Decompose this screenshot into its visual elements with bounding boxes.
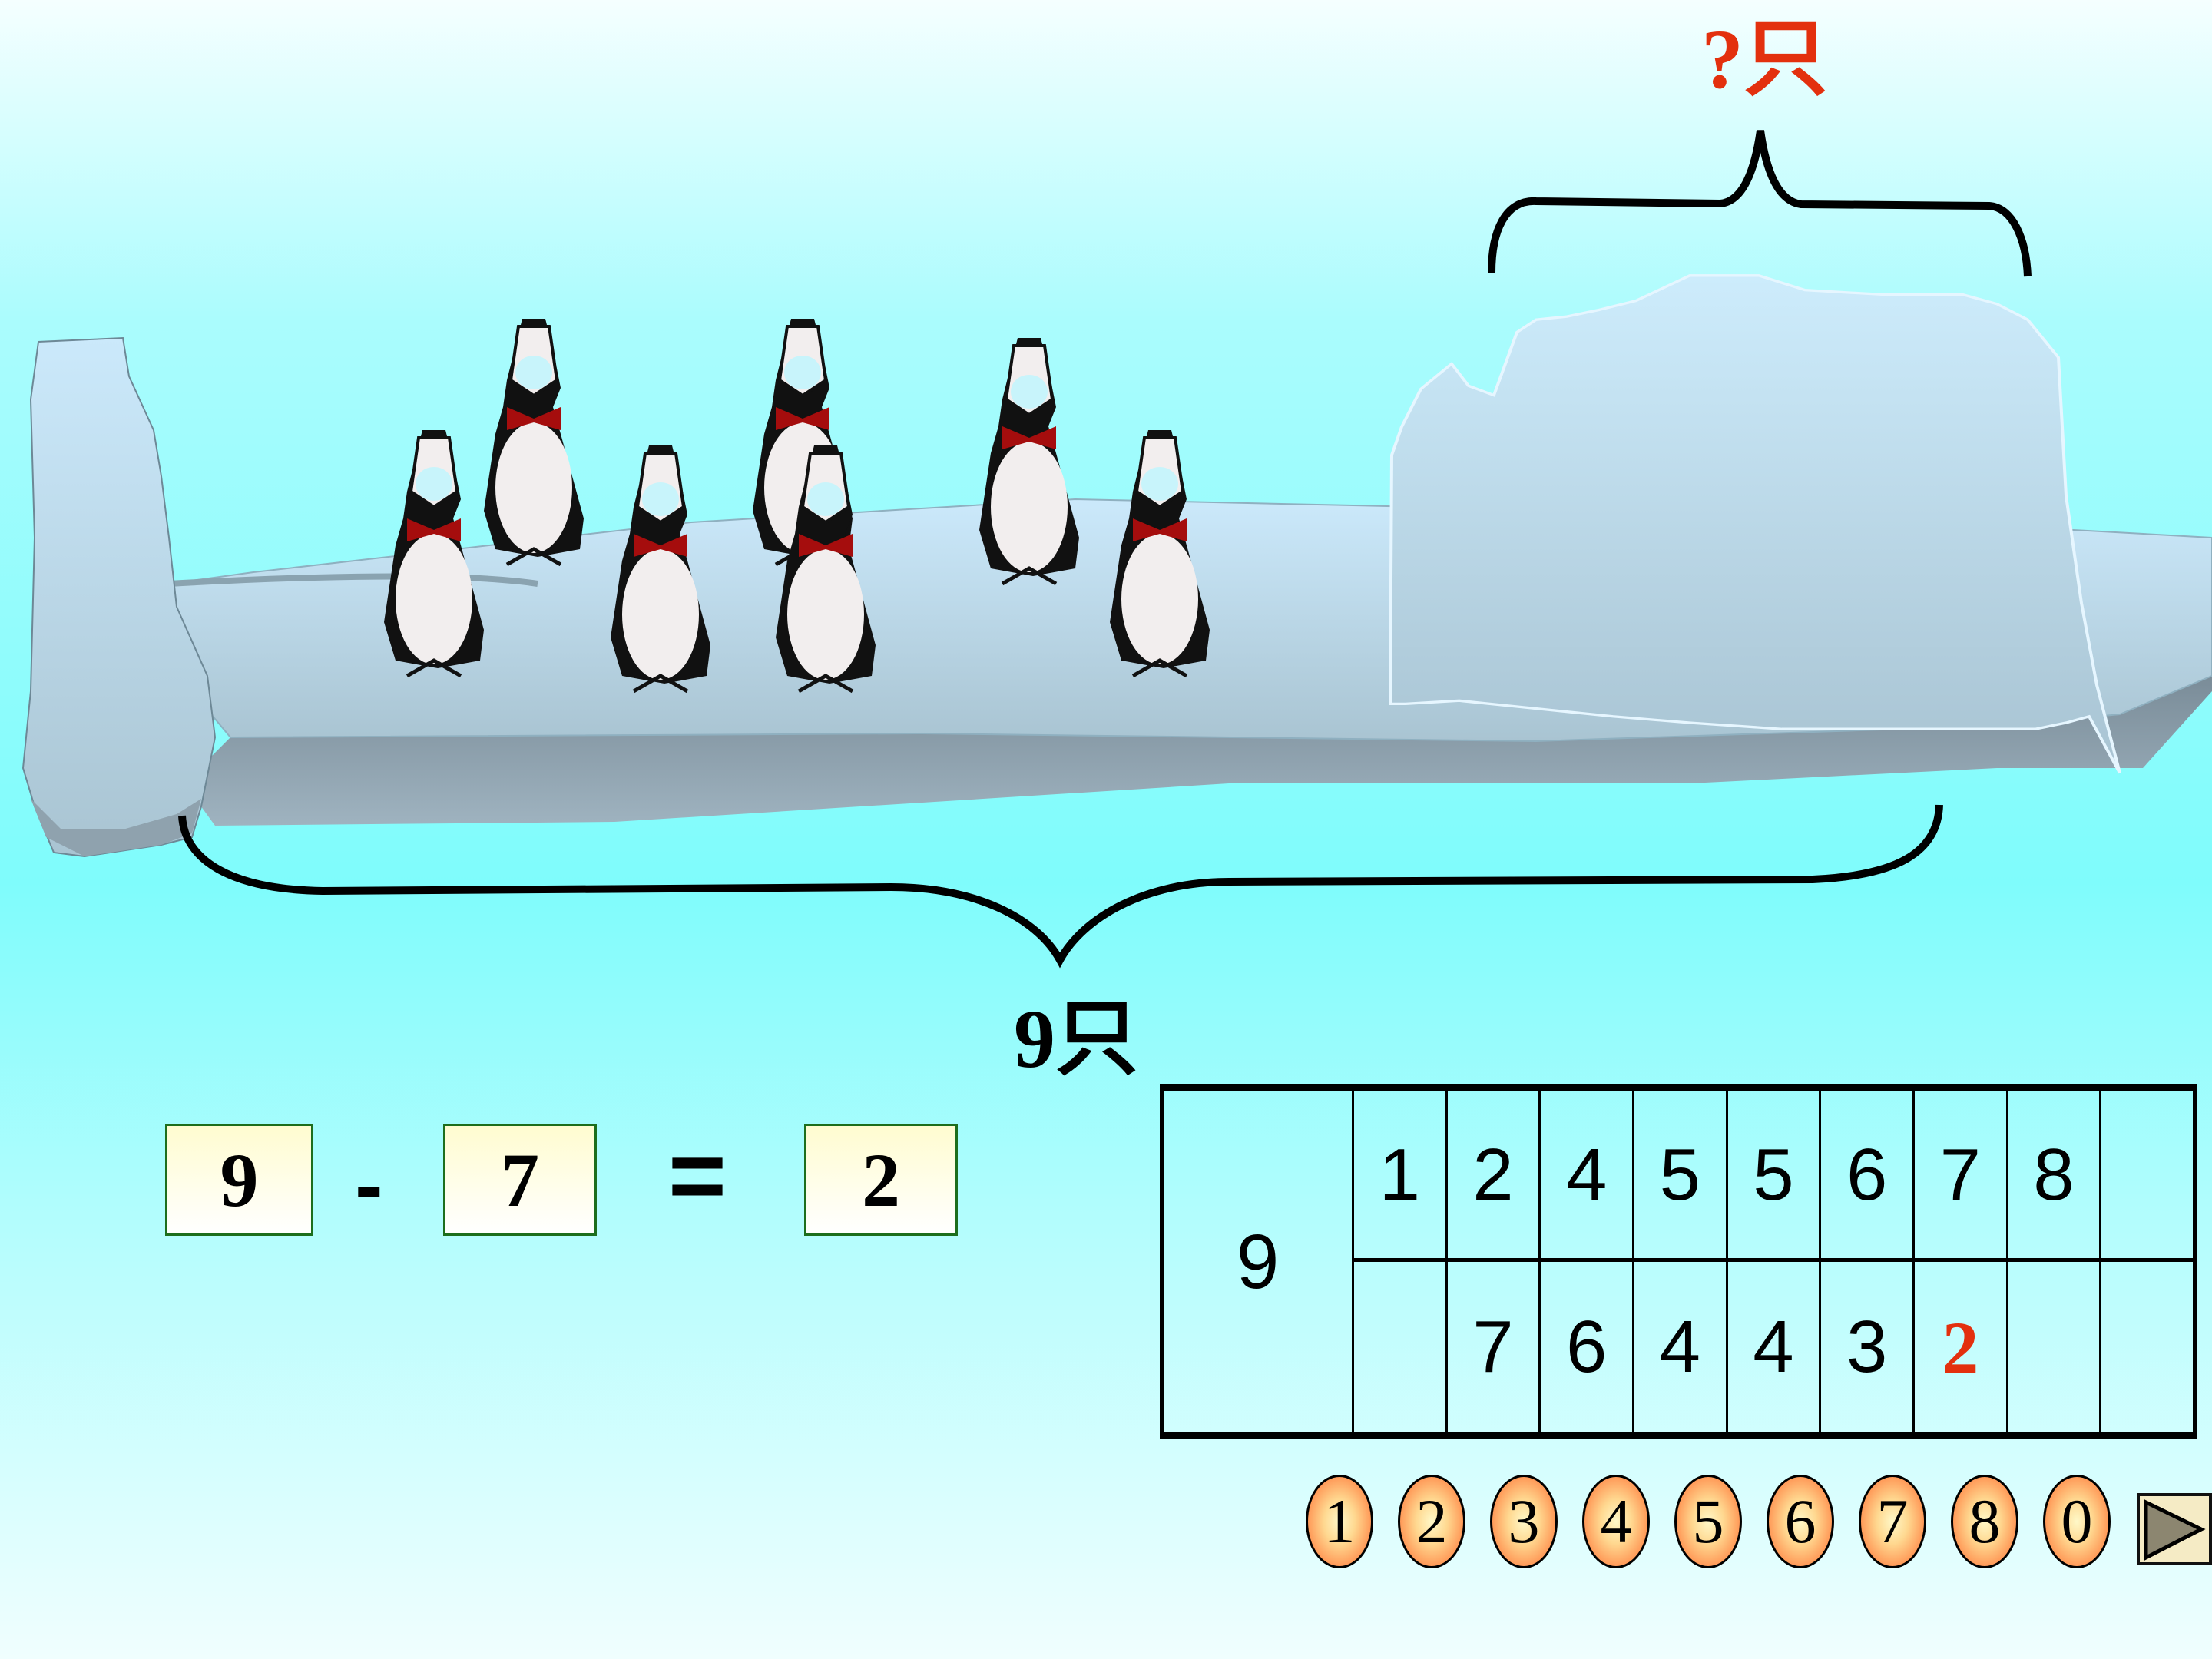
number-button-8[interactable]: 8 — [1951, 1475, 2018, 1568]
top-cell: 1 — [1352, 1091, 1445, 1262]
play-triangle-icon — [2144, 1499, 2206, 1561]
minuend-value: 9 — [220, 1137, 259, 1223]
bottom-cell — [2005, 1262, 2100, 1432]
unknown-count-label: ?只 — [1701, 12, 1828, 106]
top-cell: 5 — [1725, 1091, 1820, 1262]
penguin-group — [384, 319, 1210, 694]
number-button-2[interactable]: 2 — [1398, 1475, 1465, 1568]
equals-sign: = — [668, 1119, 727, 1231]
bottom-cell: 7 — [1445, 1262, 1539, 1432]
penguin-icon — [776, 445, 876, 694]
top-cell: 2 — [1445, 1091, 1539, 1262]
bottom-cell: 3 — [1819, 1262, 1912, 1432]
bottom-cell — [2099, 1262, 2193, 1432]
top-cell: 8 — [2005, 1091, 2100, 1262]
top-cell: 4 — [1538, 1091, 1632, 1262]
whole-number-cell: 9 — [1236, 1218, 1280, 1305]
number-button-6[interactable]: 6 — [1767, 1475, 1834, 1568]
minus-sign: - — [355, 1138, 383, 1233]
top-cell: 5 — [1631, 1091, 1726, 1262]
bottom-cell: 4 — [1725, 1262, 1820, 1432]
result-value: 2 — [862, 1137, 900, 1223]
number-button-0[interactable]: 0 — [2043, 1475, 2111, 1568]
minuend-box[interactable]: 9 — [165, 1124, 313, 1236]
penguin-icon — [611, 445, 710, 694]
penguin-icon — [384, 430, 484, 678]
bottom-cell — [1352, 1262, 1445, 1432]
top-cell: 7 — [1912, 1091, 2006, 1262]
top-brace-icon — [1488, 130, 2032, 277]
ice-chunk-left — [22, 336, 217, 858]
total-count-label: 9只 — [1014, 994, 1139, 1085]
number-button-5[interactable]: 5 — [1674, 1475, 1742, 1568]
bottom-cell: 4 — [1631, 1262, 1726, 1432]
number-button-3[interactable]: 3 — [1490, 1475, 1558, 1568]
result-box[interactable]: 2 — [804, 1124, 958, 1236]
bottom-cell-highlighted: 2 — [1912, 1262, 2006, 1432]
number-button-4[interactable]: 4 — [1582, 1475, 1650, 1568]
penguin-icon — [484, 319, 584, 567]
top-cell: 6 — [1819, 1091, 1912, 1262]
number-button-7[interactable]: 7 — [1859, 1475, 1926, 1568]
number-button-1[interactable]: 1 — [1306, 1475, 1373, 1568]
penguin-icon — [979, 338, 1079, 586]
next-slide-button[interactable] — [2137, 1493, 2212, 1565]
subtrahend-box[interactable]: 7 — [443, 1124, 597, 1236]
decomposition-table: 9 1 2 4 5 5 6 7 8 7 6 4 4 3 2 — [1160, 1084, 2197, 1439]
penguin-icon — [1110, 430, 1210, 678]
subtrahend-value: 7 — [501, 1137, 539, 1223]
top-cell — [2099, 1091, 2193, 1262]
iceberg-right — [1388, 274, 2121, 774]
bottom-brace-icon — [178, 804, 1943, 969]
bottom-cell: 6 — [1538, 1262, 1632, 1432]
